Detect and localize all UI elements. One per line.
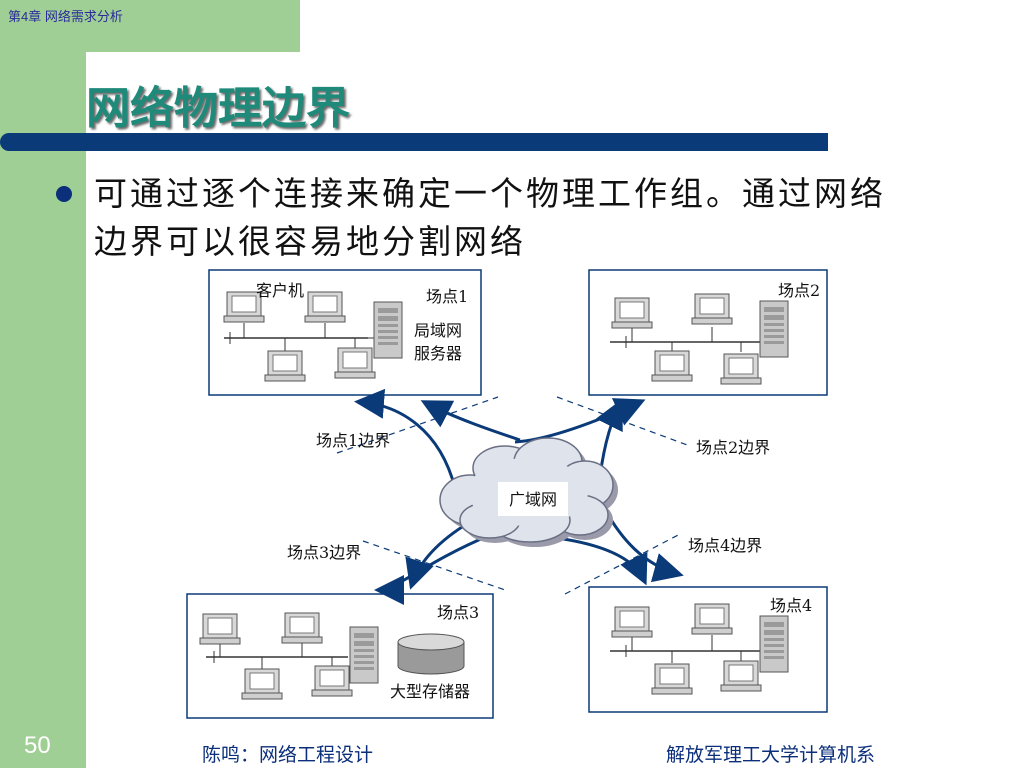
bullet-dot bbox=[56, 186, 72, 202]
site2-pc-2-icon bbox=[691, 293, 733, 325]
site4-label: 场点4 bbox=[770, 596, 812, 615]
site1-label: 场点1 bbox=[426, 287, 468, 306]
wan-to-site1-arrow bbox=[354, 388, 457, 489]
wan-to-site3-lower-arrow bbox=[405, 520, 471, 590]
site4-pc-3-icon bbox=[651, 663, 693, 695]
chapter-label: 第4章 网络需求分析 bbox=[8, 9, 123, 24]
bullet-line-1: 可通过逐个连接来确定一个物理工作组。通过网络 bbox=[94, 174, 886, 213]
storage-icon bbox=[397, 633, 465, 675]
site1-pc-3-icon bbox=[264, 350, 306, 382]
header-band bbox=[0, 0, 300, 52]
wan-cloud-icon bbox=[439, 437, 618, 547]
site2-pc-1-icon bbox=[611, 297, 653, 329]
wan-to-site2-arrow bbox=[514, 398, 646, 444]
bullet-text: 可通过逐个连接来确定一个物理工作组。通过网络 边界可以很容易地分割网络 bbox=[94, 170, 994, 266]
site1-boundary-label: 场点1边界 bbox=[316, 431, 390, 450]
site2-pc-3-icon bbox=[651, 350, 693, 382]
site4-boundary-label: 场点4边界 bbox=[688, 536, 762, 555]
site3-label: 场点3 bbox=[437, 603, 479, 622]
footer-institution: 解放军理工大学计算机系 bbox=[666, 744, 876, 766]
site3-server-icon bbox=[349, 626, 379, 684]
wan-label: 广域网 bbox=[509, 490, 557, 509]
site3-boundary-line bbox=[362, 540, 509, 592]
site3-lan bbox=[206, 643, 348, 669]
site3-pc-2-icon bbox=[281, 612, 323, 644]
site1-pc-2-icon bbox=[304, 291, 346, 323]
site3-pc-3-icon bbox=[241, 668, 283, 700]
left-sidebar bbox=[0, 0, 86, 768]
site3-boundary-label: 场点3边界 bbox=[287, 543, 361, 562]
site2-pc-4-icon bbox=[720, 353, 762, 385]
slide-title: 网络物理边界 bbox=[86, 83, 350, 134]
site2-boundary-line bbox=[556, 396, 691, 447]
wan-to-site1-top-arrow bbox=[420, 400, 521, 442]
site2-server-icon bbox=[759, 300, 789, 358]
site2-lan bbox=[610, 327, 762, 352]
site1-pc-4-icon bbox=[334, 347, 376, 379]
footer-author: 陈鸣：网络工程设计 bbox=[202, 744, 374, 766]
client-label: 客户机 bbox=[256, 281, 304, 300]
bullet-line-2: 边界可以很容易地分割网络 bbox=[94, 222, 526, 261]
site2-label: 场点2 bbox=[778, 281, 820, 300]
site3-pc-1-icon bbox=[199, 613, 241, 645]
site3-pc-4-icon bbox=[311, 665, 353, 697]
wan-to-site3-arrow bbox=[374, 534, 489, 605]
storage-label: 大型存储器 bbox=[390, 682, 470, 701]
title-underline-bar bbox=[0, 133, 828, 151]
site2-boundary-label: 场点2边界 bbox=[696, 438, 770, 457]
site4-pc-4-icon bbox=[720, 660, 762, 692]
page-number: 50 bbox=[24, 732, 51, 759]
wan-to-site4-right-arrow bbox=[598, 499, 684, 583]
lan-server-label-1: 局域网 bbox=[414, 321, 462, 340]
site1-server-icon bbox=[373, 301, 403, 359]
site4-pc-1-icon bbox=[611, 606, 653, 638]
lan-server-label-2: 服务器 bbox=[414, 344, 462, 363]
site4-pc-2-icon bbox=[691, 603, 733, 635]
site4-server-icon bbox=[759, 615, 789, 673]
site4-lan bbox=[610, 635, 762, 663]
content-corner bbox=[86, 52, 146, 112]
